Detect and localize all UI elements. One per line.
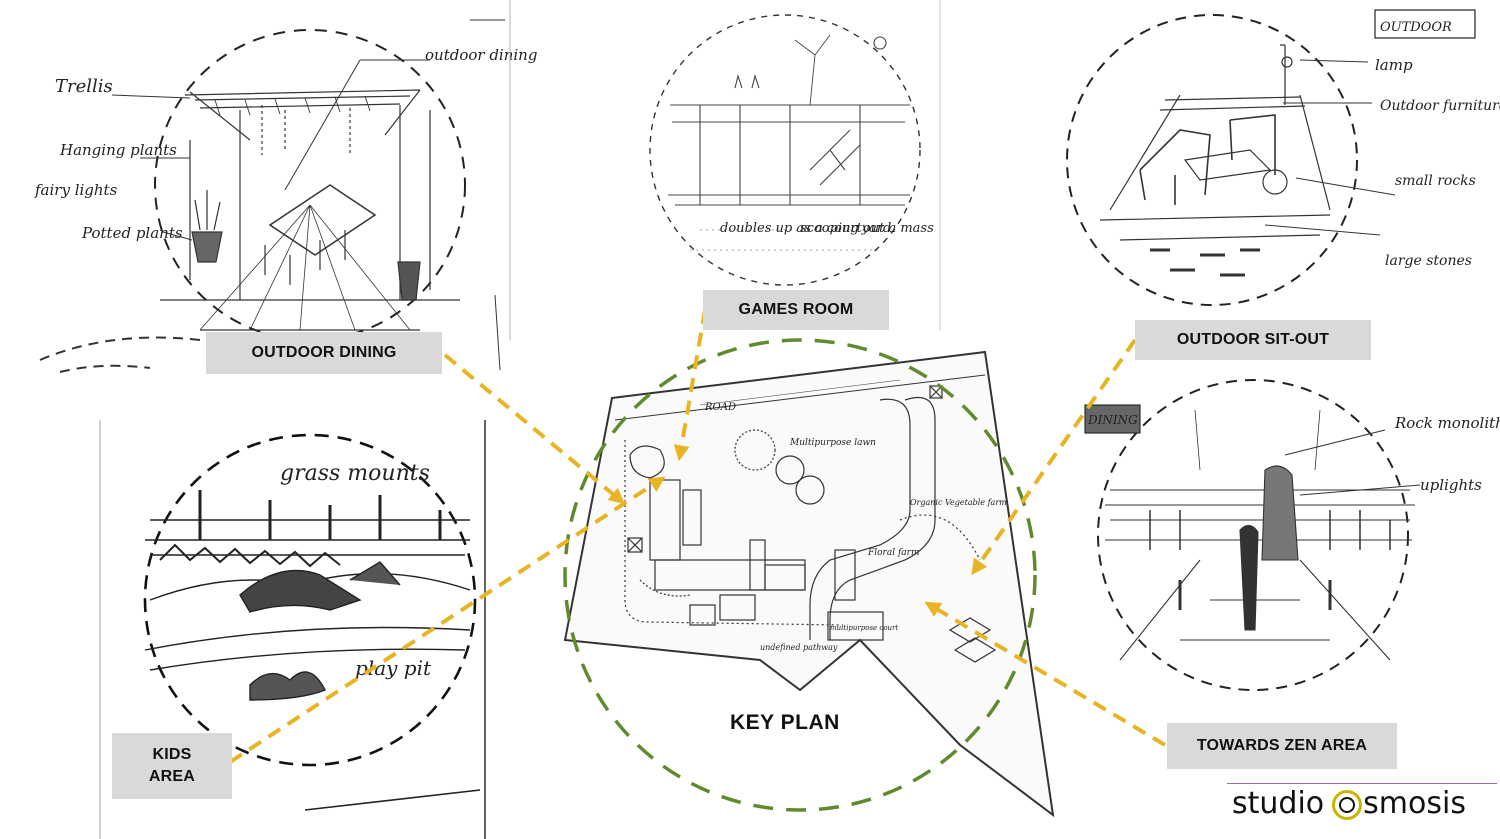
note-outdoor-tag: OUTDOOR xyxy=(1380,20,1452,35)
note-uplights: uplights xyxy=(1420,476,1482,494)
callout-arrows xyxy=(228,309,1167,764)
plan-multipurpose-court: multipurpose court xyxy=(830,624,898,632)
arrow-outdoor-dining xyxy=(443,353,625,505)
note-fairy-lights: fairy lights xyxy=(34,181,118,199)
note-hanging-plants: Hanging plants xyxy=(59,141,177,159)
note-rock-monolith: Rock monolith xyxy=(1394,414,1500,432)
brand-divider xyxy=(1227,783,1497,784)
key-plan-drawing xyxy=(563,350,1055,818)
note-grass-mounts: grass mounts xyxy=(280,461,430,486)
note-outdoor-furniture: Outdoor furniture xyxy=(1380,98,1500,114)
key-plan-circle xyxy=(563,338,1037,812)
note-outdoor-dining: outdoor dining xyxy=(425,46,537,64)
outdoor-dining-sketch xyxy=(39,19,505,373)
plan-multipurpose-lawn: Multipurpose lawn xyxy=(789,438,876,448)
towards-zen-area-label: TOWARDS ZEN AREA xyxy=(1167,723,1397,769)
plan-floral-farm: Floral farm xyxy=(867,548,919,558)
kids-area-label: KIDS AREA xyxy=(112,733,232,799)
arrow-sit-out xyxy=(971,338,1137,576)
studio-osmosis-logo: studio smosis xyxy=(1232,786,1466,821)
note-doubles-up: doubles up as a courtyard xyxy=(720,221,891,236)
outdoor-sit-out-sketch xyxy=(1066,9,1476,306)
brand-word-smosis: smosis xyxy=(1363,786,1466,821)
note-large-stones: large stones xyxy=(1385,253,1472,269)
plan-vegetable-farm: Organic Vegetable farm xyxy=(910,498,1007,507)
outdoor-sit-out-label: OUTDOOR SIT-OUT xyxy=(1135,320,1371,360)
note-dining-tag: DINING xyxy=(1087,413,1138,427)
games-room-sketch xyxy=(509,0,941,340)
note-potted-plants: Potted plants xyxy=(81,224,183,242)
arrow-kids-area xyxy=(228,476,666,764)
key-plan-title: KEY PLAN xyxy=(730,711,840,734)
arrow-games-room xyxy=(673,309,707,462)
zen-area-sketch xyxy=(1084,379,1421,691)
plan-road-label: ROAD xyxy=(704,402,736,413)
kids-area-sketch xyxy=(99,420,486,839)
note-lamp: lamp xyxy=(1375,56,1413,74)
note-play-pit: play pit xyxy=(355,656,432,680)
outdoor-dining-label: OUTDOOR DINING xyxy=(206,332,442,374)
note-scooping-out: scooping out a mass xyxy=(800,221,934,236)
note-trellis: Trellis xyxy=(55,76,113,97)
note-small-rocks: small rocks xyxy=(1395,173,1476,189)
games-room-label: GAMES ROOM xyxy=(703,290,889,330)
osmosis-o-icon xyxy=(1332,789,1363,820)
brand-word-studio: studio xyxy=(1232,786,1325,821)
plan-undefined-pathway: undefined pathway xyxy=(760,643,838,652)
